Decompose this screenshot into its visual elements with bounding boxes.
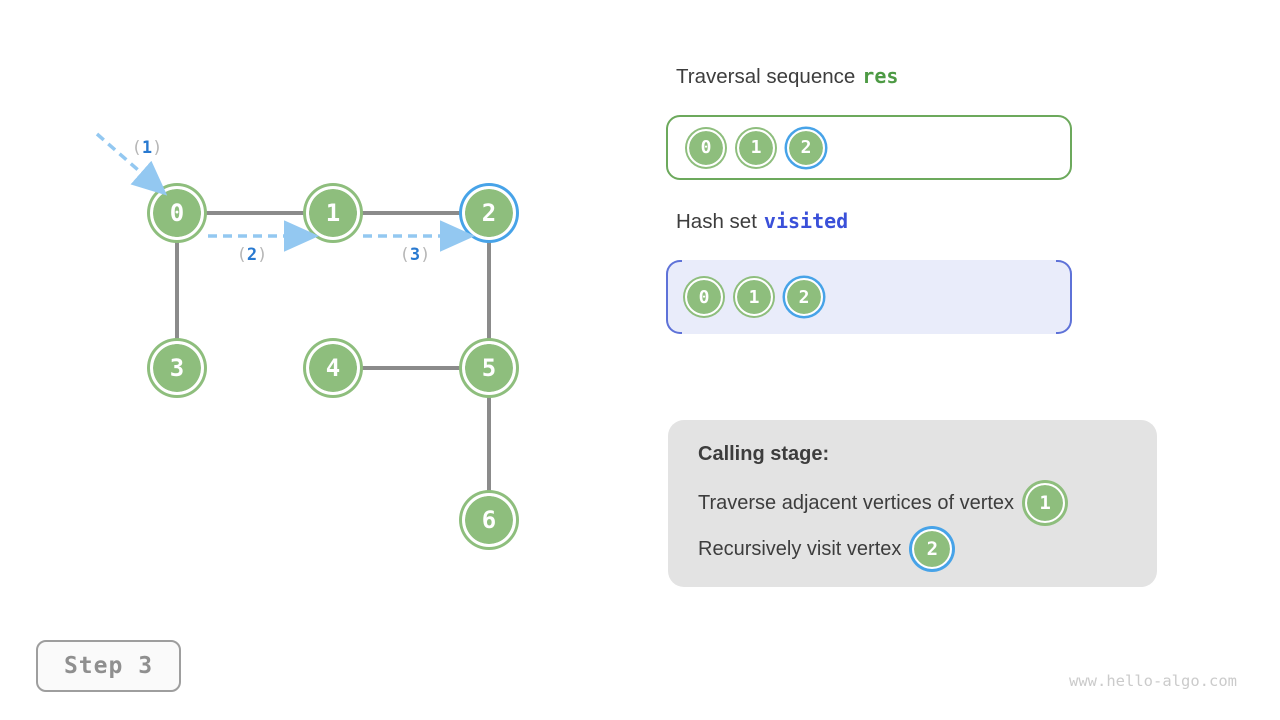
paren-open: ( xyxy=(399,245,410,265)
arrow-order-label: (3) xyxy=(400,245,431,265)
paren-close: ) xyxy=(420,245,431,265)
calling-stage-line: Traverse adjacent vertices of vertex 1 xyxy=(698,480,1157,526)
arrow-order-number: 1 xyxy=(141,138,153,158)
graph-node-5: 5 xyxy=(462,341,516,395)
graph-node-3: 3 xyxy=(150,341,204,395)
calling-line-text: Recursively visit vertex xyxy=(698,537,902,560)
step-badge-label: Step 3 xyxy=(63,653,154,679)
bracket-right-icon xyxy=(1056,260,1072,334)
step-badge: Step 3 xyxy=(36,640,181,692)
vertex-circle: 1 xyxy=(1025,483,1066,523)
paren-open: ( xyxy=(131,138,142,158)
visited-title-text: Hash set xyxy=(676,210,757,233)
paren-close: ) xyxy=(152,138,163,158)
res-code-label: res xyxy=(862,64,899,88)
res-item-circle: 0 xyxy=(687,128,725,167)
paren-close: ) xyxy=(257,245,268,265)
visited-item-circle: 0 xyxy=(685,278,723,316)
res-item-circle: 2 xyxy=(787,128,825,167)
vertex-circle: 2 xyxy=(912,529,953,569)
bracket-left-icon xyxy=(666,260,682,334)
visited-code-label: visited xyxy=(763,209,849,233)
visited-panel-title: Hash set visited xyxy=(676,209,848,234)
calling-stage-heading: Calling stage: xyxy=(698,443,830,465)
res-item-circle: 1 xyxy=(737,128,775,167)
calling-stage-box: Calling stage: Traverse adjacent vertice… xyxy=(668,420,1157,587)
calling-line-text: Traverse adjacent vertices of vertex xyxy=(698,491,1015,514)
res-panel-title: Traversal sequence res xyxy=(676,64,898,89)
graph-node-4: 4 xyxy=(306,341,360,395)
visited-item-circle: 1 xyxy=(735,278,773,316)
arrow-order-number: 3 xyxy=(409,245,421,265)
arrow-order-label: (1) xyxy=(132,138,163,158)
graph-node-0: 0 xyxy=(150,186,204,240)
paren-open: ( xyxy=(236,245,247,265)
visited-item-circle: 2 xyxy=(785,278,823,316)
graph-node-6: 6 xyxy=(462,493,516,547)
arrow-order-number: 2 xyxy=(246,245,258,265)
watermark: www.hello-algo.com xyxy=(1069,672,1237,690)
graph-node-2: 2 xyxy=(462,186,516,240)
calling-stage-line: Recursively visit vertex 2 xyxy=(698,526,1157,572)
graph-node-1: 1 xyxy=(306,186,360,240)
res-title-text: Traversal sequence xyxy=(676,65,856,88)
traversal-arrow-1 xyxy=(95,132,168,196)
arrow-order-label: (2) xyxy=(237,245,268,265)
